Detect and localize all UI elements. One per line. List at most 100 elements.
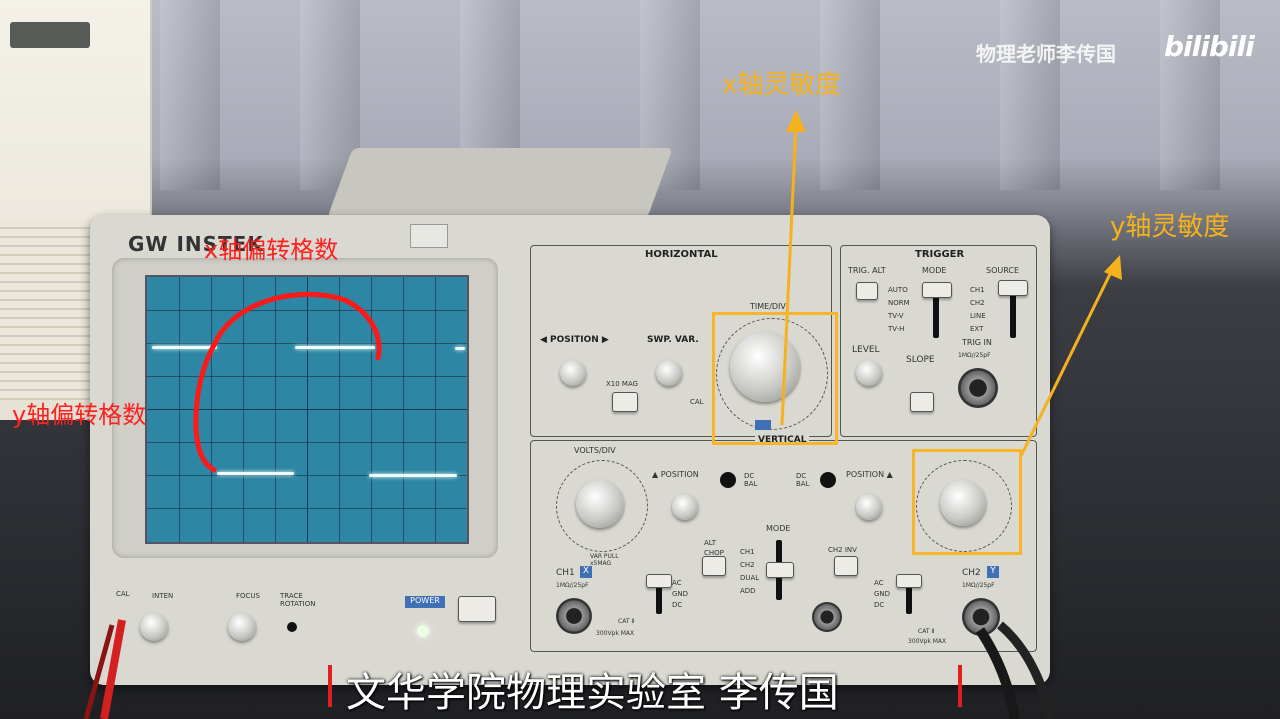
trigger-mode-slider[interactable] [922,282,952,298]
ch1-volts-div-knob[interactable] [576,480,624,528]
ch1-position-knob[interactable] [672,494,698,520]
ch1-x-tag: X [580,566,592,578]
time-div-label: TIME/DIV [750,302,786,311]
cal-output-label: CAL [116,590,130,598]
x10-mag-button[interactable] [612,392,638,412]
curtain [160,0,220,190]
ch1-dc-bal-adjust[interactable] [720,472,736,488]
ch1-max-label: 300Vpk MAX [596,630,635,637]
trigger-mode-label: MODE [922,266,947,275]
ch2-volts-div-scale [916,460,1012,552]
ch1-coupling-slider[interactable] [646,574,672,588]
trigger-mode-options: AUTO NORM TV-V TV-H [888,284,910,336]
trigger-mode-option: TV-H [888,325,905,333]
ch2-max-label: 300Vpk MAX [908,638,947,645]
trigger-source-label: SOURCE [986,266,1020,275]
video-subtitle: 文华学院物理实验室 李传国 [346,670,839,716]
power-button[interactable] [458,596,496,622]
ch2-coupling-option: DC [874,601,885,609]
horizontal-heading: HORIZONTAL [645,249,718,260]
grid-line [147,409,467,410]
ch2-input-spec: 1MΩ//25pF [962,582,995,589]
slope-label: SLOPE [906,355,935,365]
subtitle-bar-left [328,665,332,707]
trigger-source-option: CH2 [970,299,985,307]
vertical-mode-option: DUAL [740,574,760,582]
author-watermark: 物理老师李传国 [976,42,1116,66]
waveform-high [455,347,465,350]
h-position-label: ◀ POSITION ▶ [540,335,609,345]
scope-screen [145,275,469,544]
waveform-high [295,346,375,349]
ch2-label: CH2 [962,568,981,578]
ch2-volts-div-knob[interactable] [940,480,986,526]
trig-in-jack[interactable] [958,368,998,408]
vertical-mode-option: CH1 [740,548,755,556]
curtain [1000,0,1060,190]
ch2-dc-bal-adjust[interactable] [820,472,836,488]
subtitle-bar-right [958,665,962,707]
ch1-dc-bal-label: DC BAL [744,472,758,488]
black-cable [997,621,1055,719]
ch2-coupling-slider[interactable] [896,574,922,588]
trigger-mode-option: TV-V [888,312,904,320]
grid-line [147,343,467,344]
trigger-source-slider[interactable] [998,280,1028,296]
vertical-mode-slider[interactable] [766,562,794,578]
ch2-cat-label: CAT Ⅱ [918,628,935,635]
y-deflection-annotation: y轴偏转格数 [12,401,147,429]
alt-chop-button[interactable] [702,556,726,576]
time-div-knob[interactable] [730,332,800,402]
ch2-coupling-track [906,580,912,614]
level-knob[interactable] [856,360,882,386]
trig-alt-label: TRIG. ALT [848,266,886,275]
ch2-position-label: POSITION ▲ [846,470,893,479]
ch2-position-knob[interactable] [856,494,882,520]
trig-alt-button[interactable] [856,282,878,300]
grid-line [147,475,467,476]
ch2-coupling-option: GND [874,590,891,598]
trigger-source-option: LINE [970,312,986,320]
x-deflection-annotation: x轴偏转格数 [204,236,339,264]
air-conditioner-display [10,22,90,48]
alt-chop-labels: ALT CHOP [704,538,724,558]
y-deflection-mark [193,340,218,473]
ch2-inv-button[interactable] [834,556,858,576]
ch2-dc-bal-label: DC BAL [796,472,810,488]
vertical-mode-label: MODE [766,524,791,533]
ch2-inv-label: CH2 INV [828,546,857,554]
ext-jack[interactable] [812,602,842,632]
h-position-knob[interactable] [560,360,586,386]
level-label: LEVEL [852,345,880,355]
sweep-var-knob[interactable] [656,360,682,386]
time-div-scale [716,318,828,430]
trace-rotation-adjust[interactable] [287,622,297,632]
focus-label: FOCUS [236,592,260,600]
model-plate [410,224,448,248]
grid-line [147,442,467,443]
slope-button[interactable] [910,392,934,412]
ch1-cat-label: CAT Ⅱ [618,618,635,625]
ch2-y-tag: Y [987,566,999,578]
focus-knob[interactable] [228,613,256,641]
vertical-mode-option: CH2 [740,561,755,569]
intensity-knob[interactable] [140,613,168,641]
alt-label: ALT [704,539,717,547]
intensity-label: INTEN [152,592,174,600]
trigger-source-slider-track [1010,286,1016,338]
ch1-input-spec: 1MΩ//25pF [556,582,589,589]
y-sensitivity-arrow [1018,269,1114,459]
y-sensitivity-arrowhead [1104,255,1122,280]
vertical-mode-options: CH1 CH2 DUAL ADD [740,546,759,598]
curtain [820,0,880,190]
grid-line [147,310,467,311]
trigger-source-options: CH1 CH2 LINE EXT [970,284,986,336]
grid-line [147,376,467,377]
ch1-coupling-option: AC [672,579,682,587]
ch1-var-label: VAR PULL x5MAG [590,553,619,567]
ch1-coupling-option: DC [672,601,683,609]
ch1-input-jack[interactable] [556,598,592,634]
trigger-mode-slider-track [933,286,939,338]
horizontal-section [530,245,832,437]
